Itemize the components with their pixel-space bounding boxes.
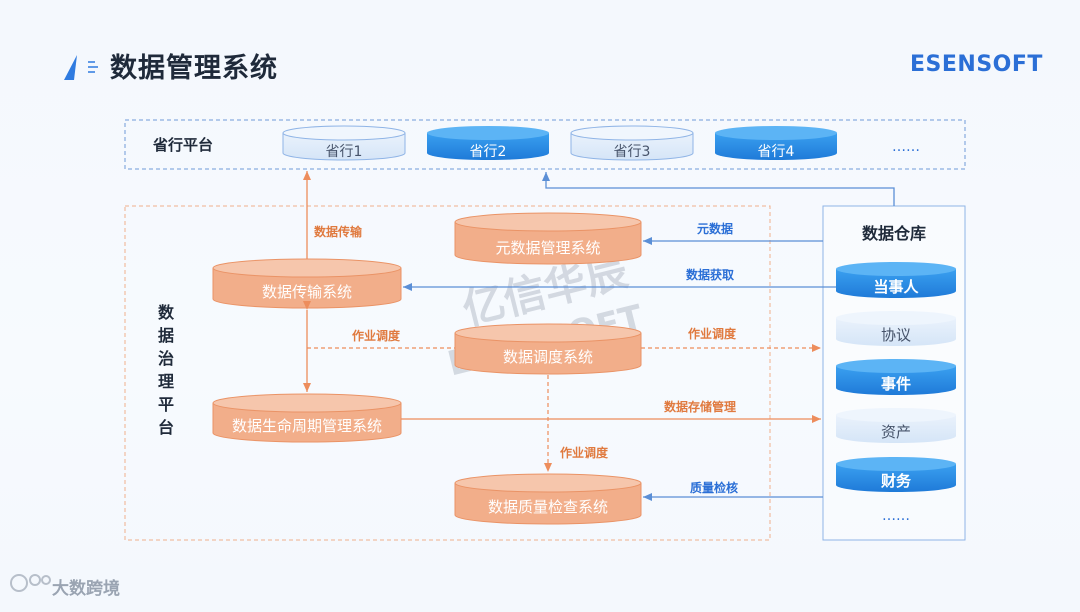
warehouse-cylinder-5: 财务 [836, 457, 956, 492]
province-cylinder-4: 省行4 [715, 126, 837, 160]
warehouse-item-label: 事件 [881, 375, 911, 393]
svg-text:平: 平 [158, 395, 174, 414]
system-label: 数据生命周期管理系统 [232, 417, 382, 435]
lifecycle-system-cylinder: 数据生命周期管理系统 [212, 393, 402, 443]
header-accent-icon [64, 55, 98, 80]
warehouse-cylinder-2: 协议 [836, 311, 956, 346]
system-label: 元数据管理系统 [495, 239, 600, 257]
warehouse-label: 数据仓库 [862, 224, 926, 243]
quality-system-cylinder: 数据质量检查系统 [454, 473, 642, 525]
governance-platform-label: 数 据 治 理 平 台 [158, 303, 175, 437]
metadata-system-cylinder: 元数据管理系统 [454, 212, 642, 265]
province-cylinder-1: 省行1 [282, 125, 406, 161]
transfer-system-cylinder: 数据传输系统 [212, 258, 402, 309]
edge-warehouse-to-province [542, 172, 895, 206]
system-label: 数据质量检查系统 [488, 498, 608, 516]
edge-label-transfer-up: 数据传输 [314, 224, 363, 239]
province-cylinder-3: 省行3 [570, 125, 694, 161]
brand-logo: ESENSOFT [910, 52, 1043, 77]
svg-text:数: 数 [158, 303, 175, 322]
province-more: …… [892, 139, 920, 155]
province-label: 省行2 [470, 144, 507, 160]
edge-label-quality-check: 质量检核 [690, 480, 738, 495]
governance-platform-box [124, 205, 771, 541]
edge-label-metadata-in: 元数据 [697, 221, 733, 236]
warehouse-cylinder-1: 当事人 [836, 262, 956, 298]
province-platform-box [124, 119, 966, 170]
footer-brand: 大数跨境 [52, 579, 120, 599]
warehouse-item-label: 资产 [881, 423, 911, 441]
warehouse-item-label: 财务 [881, 472, 912, 490]
system-label: 数据传输系统 [262, 283, 352, 301]
warehouse-item-label: 当事人 [873, 278, 919, 296]
system-label: 数据调度系统 [503, 348, 593, 366]
svg-text:台: 台 [158, 418, 174, 437]
edge-label-schedule-right: 作业调度 [688, 326, 737, 341]
scheduler-system-cylinder: 数据调度系统 [454, 323, 642, 375]
province-label: 省行1 [326, 144, 363, 160]
svg-text:据: 据 [158, 326, 174, 345]
warehouse-more: …… [882, 508, 910, 524]
page-title: 数据管理系统 [110, 53, 278, 84]
warehouse-cylinder-3: 事件 [836, 359, 956, 395]
province-platform-label: 省行平台 [152, 136, 213, 154]
warehouse-cylinder-4: 资产 [836, 408, 956, 443]
warehouse-item-label: 协议 [881, 326, 911, 344]
province-cylinder-2: 省行2 [427, 126, 549, 160]
province-label: 省行4 [758, 144, 795, 160]
edge-label-schedule-down: 作业调度 [560, 445, 609, 460]
edge-label-fetch: 数据获取 [686, 267, 734, 282]
svg-text:治: 治 [158, 349, 174, 368]
footer-logo-icon [10, 574, 51, 592]
edge-label-schedule-left: 作业调度 [352, 328, 401, 343]
edge-label-storage: 数据存储管理 [664, 399, 736, 414]
province-label: 省行3 [614, 144, 651, 160]
svg-text:理: 理 [158, 372, 174, 391]
